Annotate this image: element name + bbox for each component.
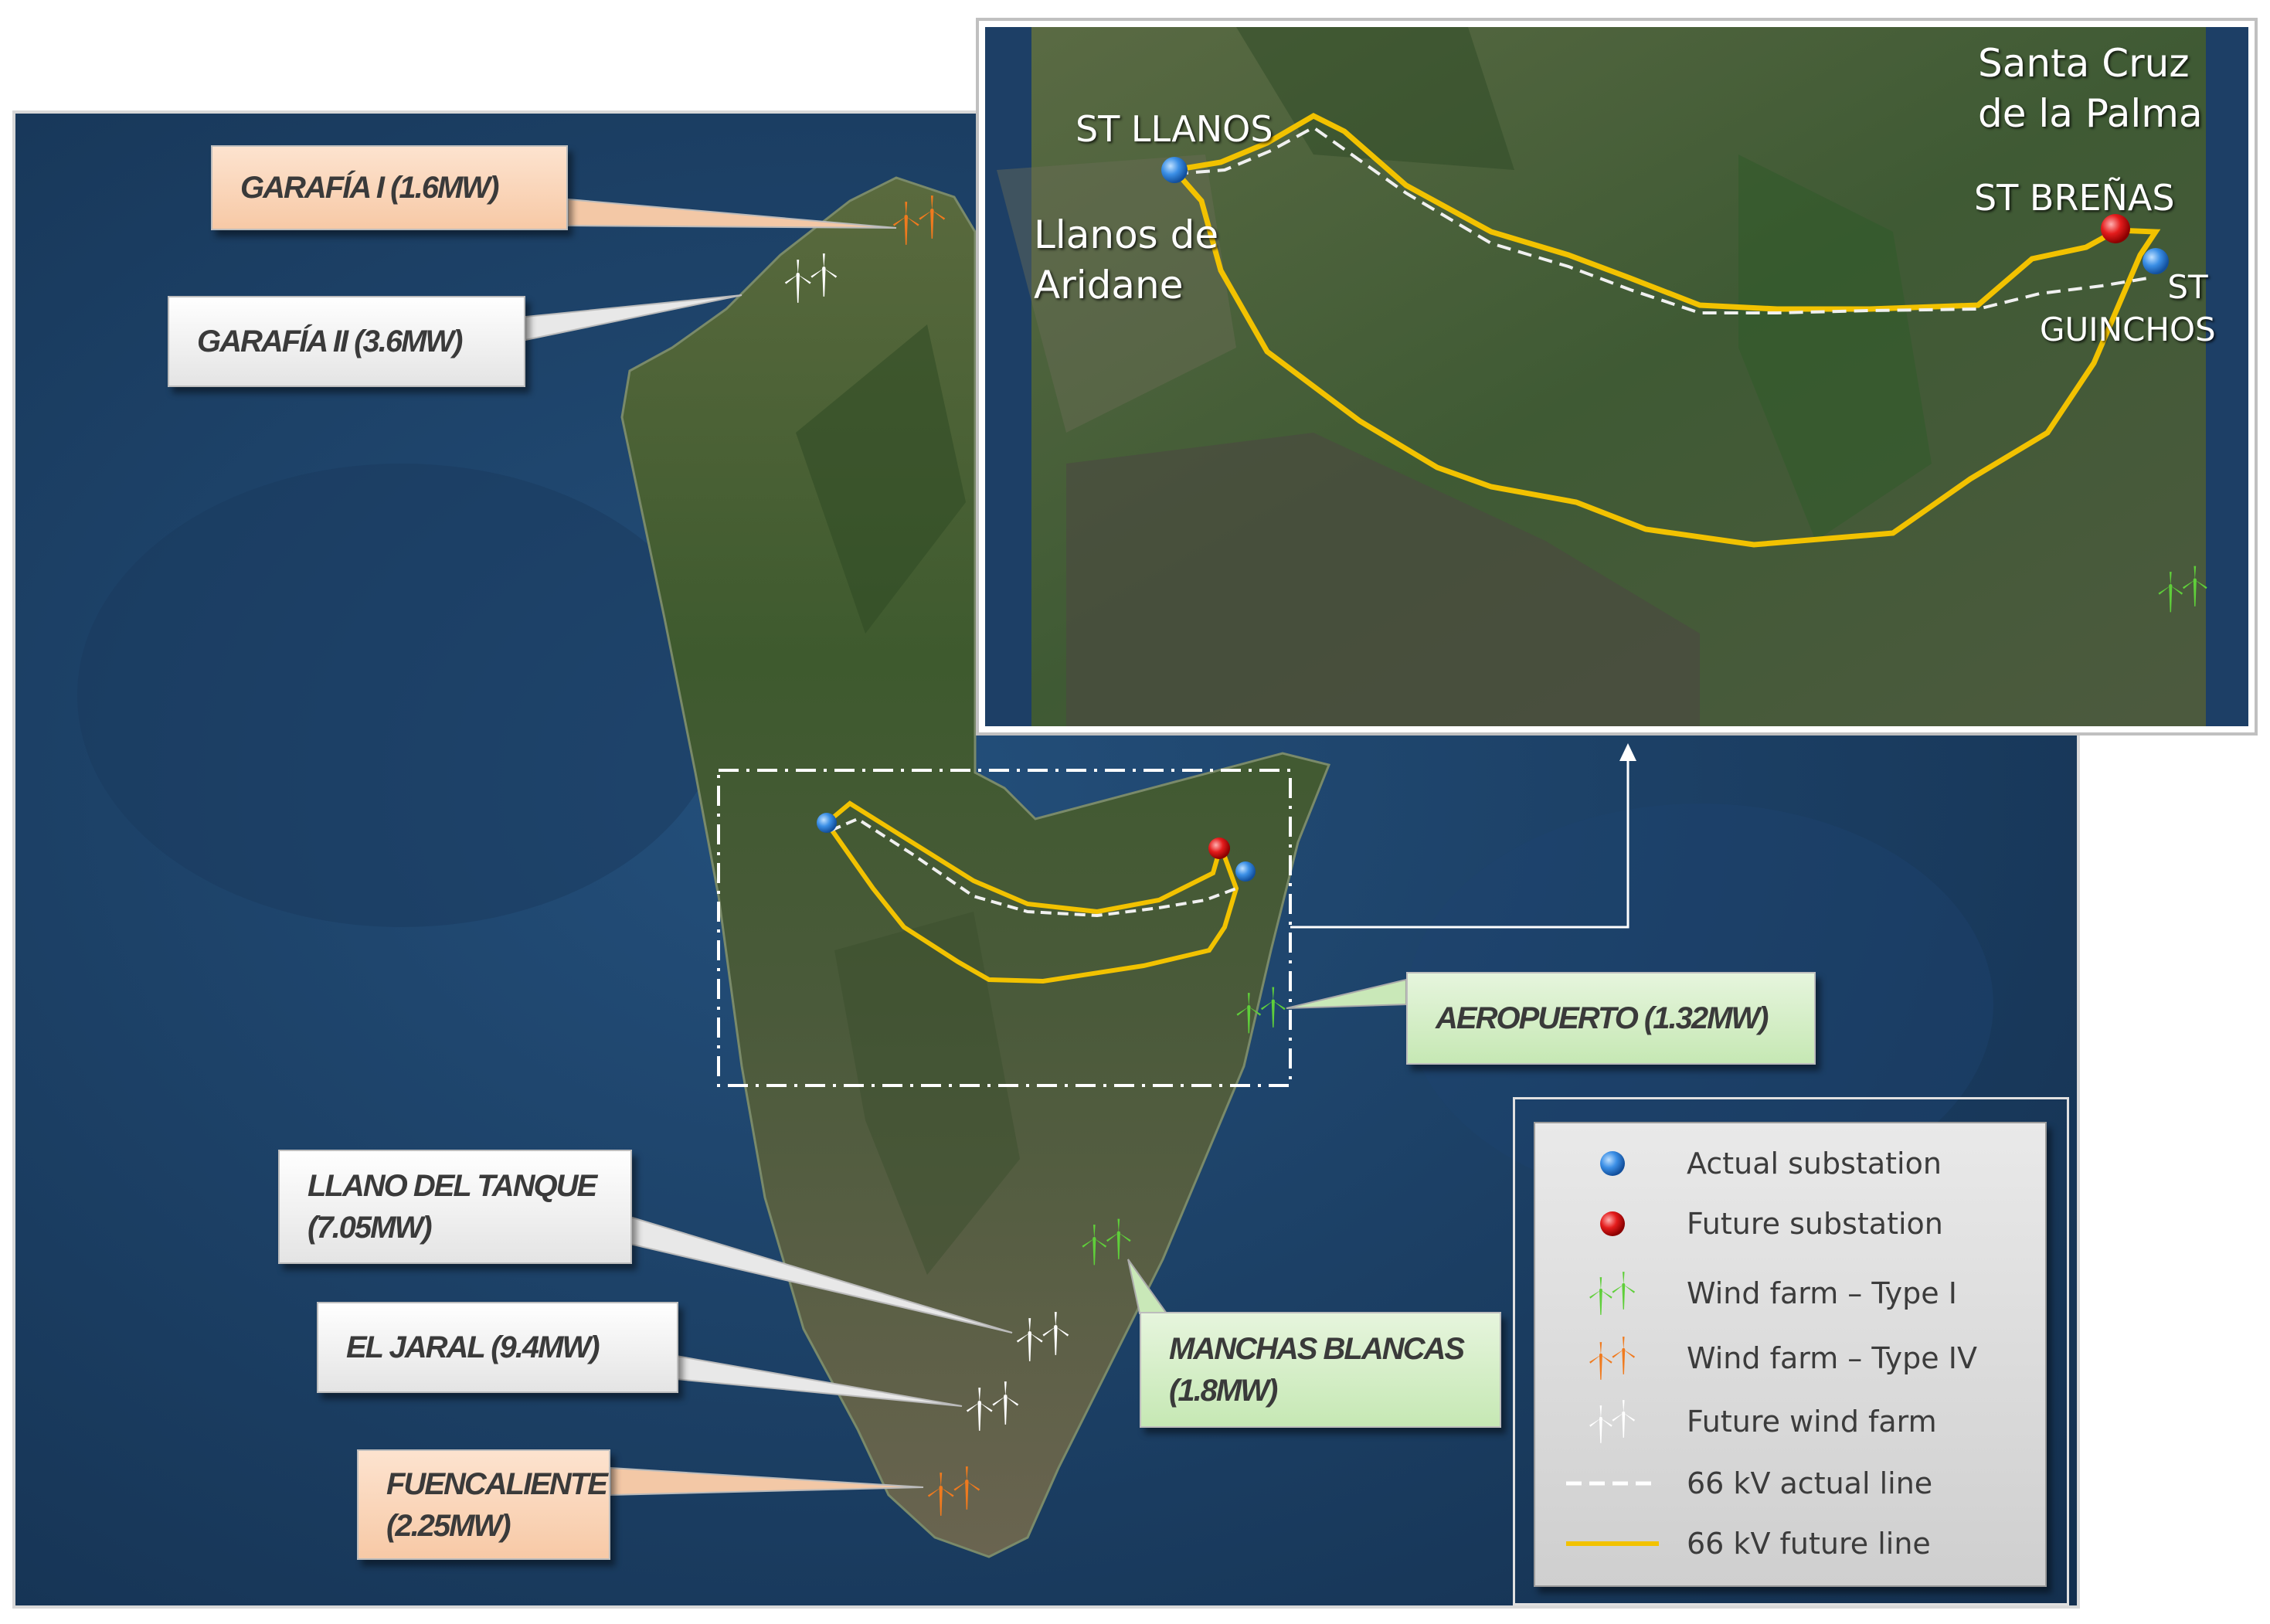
inset-st-guinchos-line2: GUINCHOS <box>2040 310 2216 348</box>
main-st-brenas <box>1208 837 1230 859</box>
main-actual-line <box>830 817 1237 918</box>
inset-st-llanos <box>1161 157 1188 183</box>
inset-llanos-line2: Aridane <box>1034 263 1184 307</box>
legend-wind-type1-label: Wind farm – Type I <box>1687 1276 1957 1310</box>
legend-future-substation: Future substation <box>1535 1201 2045 1247</box>
inset-st-guinchos-label: ST GUINCHOS <box>2040 267 2216 351</box>
legend: Actual substation Future substation Wind… <box>1534 1122 2047 1587</box>
legend-future-line-label: 66 kV future line <box>1687 1527 1931 1561</box>
dashed-line-icon <box>1566 1481 1659 1486</box>
legend-future-wind: Future wind farm <box>1535 1398 2045 1445</box>
garafia1-callout: GARAFÍA I (1.6MW) <box>211 145 568 230</box>
inset-santa-cruz-label: Santa Cruz de la Palma <box>1978 39 2203 139</box>
main-future-line <box>823 800 1239 984</box>
inset-st-llanos-label: ST LLANOS <box>1076 108 1273 150</box>
inset-santa-cruz-line2: de la Palma <box>1978 91 2203 136</box>
fuencaliente-callout: FUENCALIENTE (2.25MW) <box>357 1449 610 1560</box>
legend-frame <box>1513 1097 2069 1605</box>
legend-wind-type4: Wind farm – Type IV <box>1535 1335 2045 1381</box>
legend-actual-substation-label: Actual substation <box>1687 1147 1942 1181</box>
legend-actual-substation: Actual substation <box>1535 1140 2045 1187</box>
garafia1-label: GARAFÍA I (1.6MW) <box>240 171 499 205</box>
main-st-llanos <box>817 813 837 833</box>
main-st-guinchos <box>1235 861 1256 882</box>
aeropuerto-label: AEROPUERTO (1.32MW) <box>1436 1001 1769 1035</box>
solid-line-icon <box>1566 1541 1659 1546</box>
green-wind-turbine-icon <box>1585 1266 1640 1320</box>
garafia2-callout: GARAFÍA II (3.6MW) <box>168 296 525 387</box>
inset-connector <box>1290 753 1629 929</box>
inset-map <box>977 19 2256 734</box>
llano-label-1: LLANO DEL TANQUE <box>308 1169 597 1203</box>
el-jaral-label: EL JARAL (9.4MW) <box>346 1330 600 1364</box>
el-jaral-callout: EL JARAL (9.4MW) <box>317 1302 678 1393</box>
legend-wind-type1: Wind farm – Type I <box>1535 1270 2045 1317</box>
inset-st-guinchos-line1: ST <box>2167 268 2208 306</box>
inset-llanos-line1: Llanos de <box>1034 212 1219 257</box>
inset-actual-line <box>1174 125 2149 314</box>
inset-llanos-de-aridane-label: Llanos de Aridane <box>1034 210 1218 311</box>
inset-st-brenas <box>2101 214 2130 243</box>
legend-actual-line: 66 kV actual line <box>1535 1460 2045 1507</box>
fuencaliente-label-1: FUENCALIENTE <box>386 1466 608 1501</box>
legend-future-wind-label: Future wind farm <box>1687 1405 1937 1439</box>
orange-wind-turbine-icon <box>1585 1331 1640 1385</box>
garafia2-label: GARAFÍA II (3.6MW) <box>197 324 463 358</box>
inset-st-guinchos <box>2143 248 2169 274</box>
legend-future-line: 66 kV future line <box>1535 1520 2045 1567</box>
red-sphere-icon <box>1600 1211 1625 1236</box>
inset-santa-cruz-line1: Santa Cruz <box>1978 41 2190 86</box>
llano-label-2: (7.05MW) <box>308 1211 433 1245</box>
inset-st-brenas-label: ST BREÑAS <box>1974 177 2175 219</box>
fuencaliente-label-2: (2.25MW) <box>386 1508 511 1543</box>
manchas-blancas-callout: MANCHAS BLANCAS (1.8MW) <box>1140 1312 1501 1428</box>
aeropuerto-callout: AEROPUERTO (1.32MW) <box>1406 972 1816 1065</box>
inset-future-line <box>1169 113 2161 548</box>
white-wind-turbine-icon <box>1585 1395 1640 1449</box>
inset-area-box <box>717 769 1292 1087</box>
legend-actual-line-label: 66 kV actual line <box>1687 1466 1933 1500</box>
legend-future-substation-label: Future substation <box>1687 1207 1943 1241</box>
llano-del-tanque-callout: LLANO DEL TANQUE (7.05MW) <box>278 1150 632 1264</box>
blue-sphere-icon <box>1600 1151 1625 1176</box>
manchas-label-2: (1.8MW) <box>1169 1374 1278 1408</box>
legend-wind-type4-label: Wind farm – Type IV <box>1687 1341 1977 1375</box>
manchas-label-1: MANCHAS BLANCAS <box>1169 1332 1465 1366</box>
island-land <box>620 176 1331 1558</box>
